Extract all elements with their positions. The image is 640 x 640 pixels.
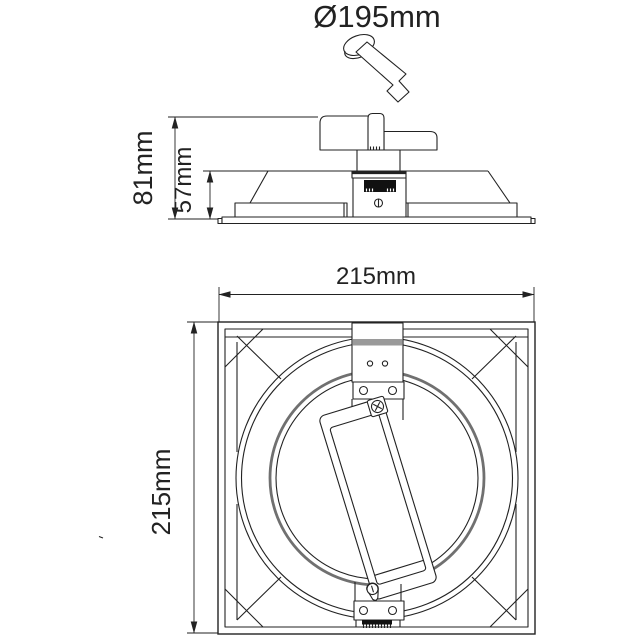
bottom-mounting-strap — [353, 582, 405, 628]
top-mounting-strap — [351, 322, 405, 423]
corner-braces — [224, 328, 529, 628]
cutout-diameter-label: Ø195mm — [313, 0, 440, 34]
side-elevation-view: 81mm 57mm — [128, 112, 536, 225]
latch-hatch — [362, 620, 392, 628]
frame-height-label: 215mm — [146, 449, 176, 536]
height-dimension: 215mm — [146, 321, 218, 634]
terminal-slot — [364, 180, 396, 192]
print-speck — [98, 535, 104, 539]
mounting-frame — [217, 321, 536, 635]
screw-icon — [373, 198, 384, 208]
rotated-driver-box — [319, 398, 437, 600]
recess-depth-label: 57mm — [170, 147, 197, 214]
trim-flange — [217, 216, 536, 225]
driver-box — [351, 170, 407, 218]
bottom-screw-icon — [366, 582, 379, 601]
overall-height-label: 81mm — [128, 130, 158, 205]
junction-box — [319, 112, 438, 171]
spring-clip-icon — [343, 33, 410, 103]
frame-width-label: 215mm — [336, 263, 416, 290]
height-dimensions: 81mm 57mm — [128, 116, 318, 220]
top-plan-view: 215mm 215mm — [98, 263, 536, 635]
top-screw-icon — [366, 395, 389, 418]
cutout-diameter-annotation: Ø195mm — [313, 0, 441, 103]
width-dimension: 215mm — [218, 263, 535, 322]
